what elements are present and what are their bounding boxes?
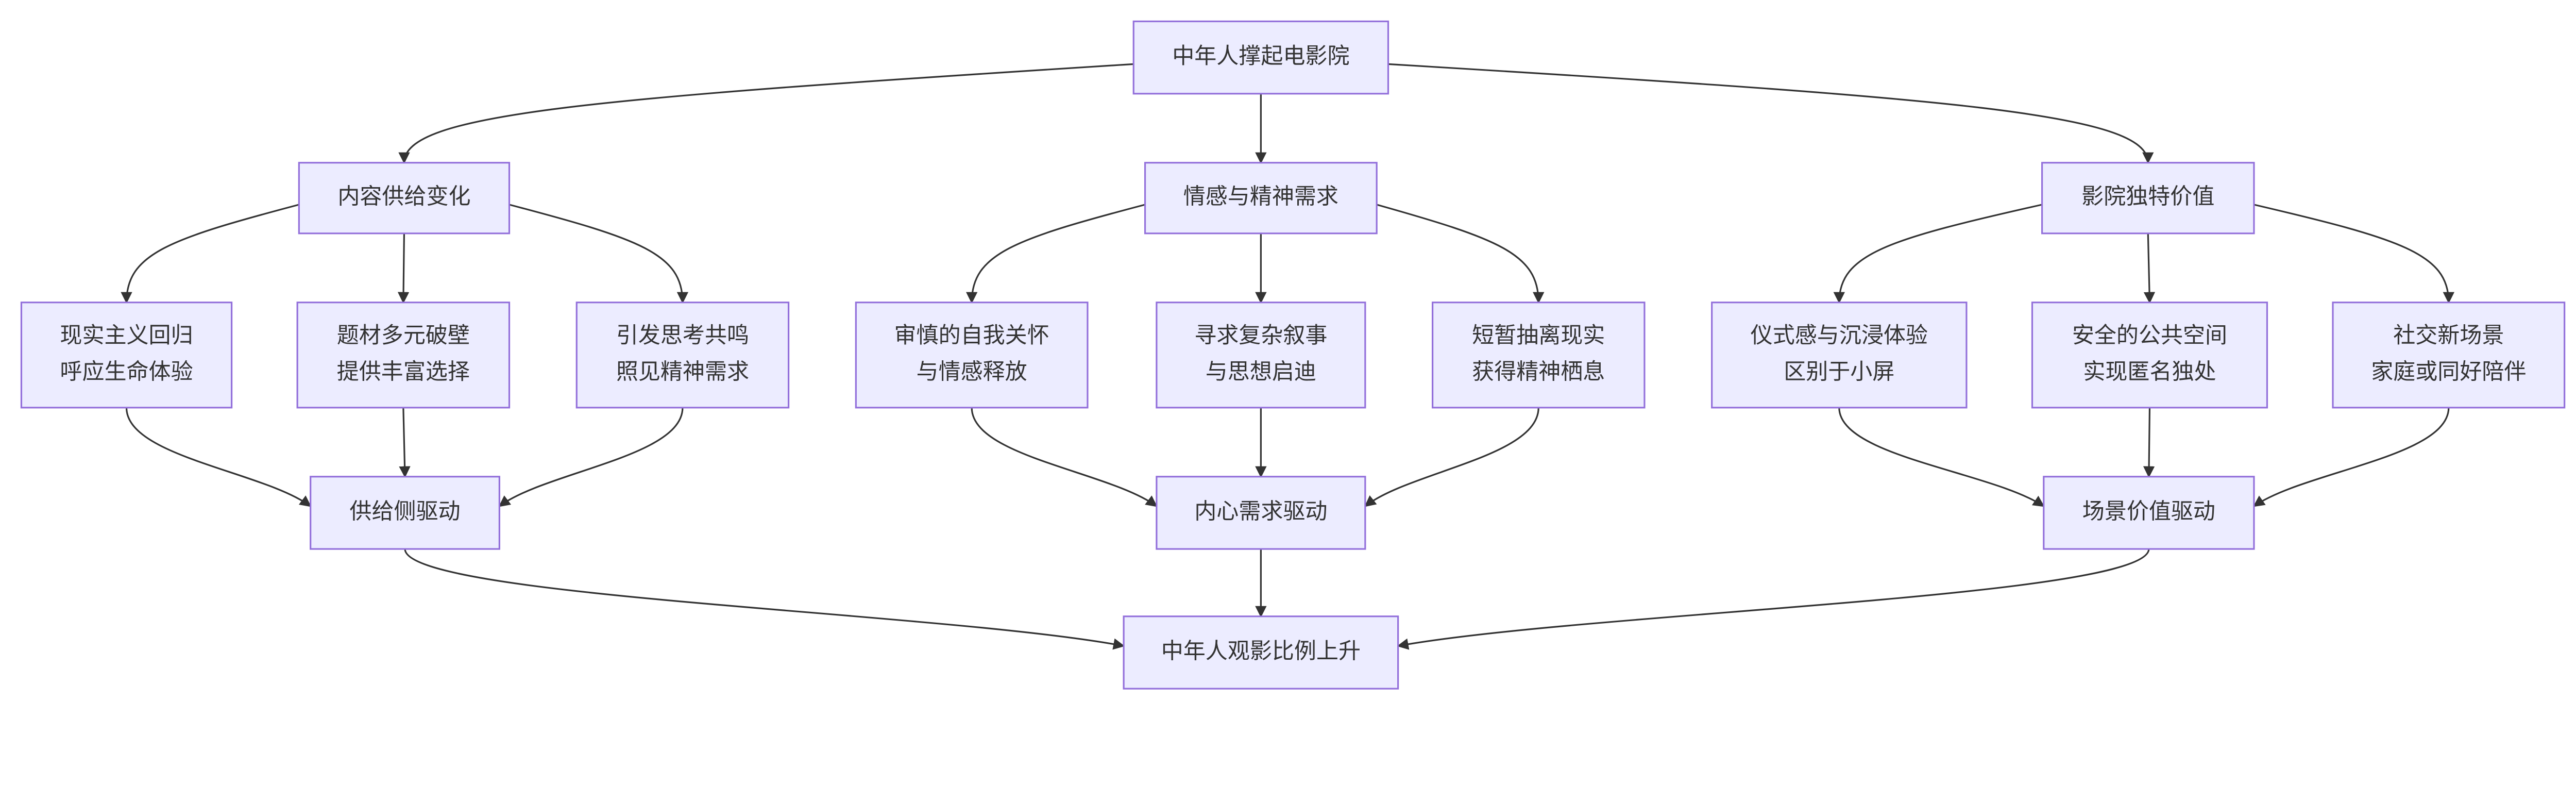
node-scenedrive: 场景价值驱动	[2043, 476, 2255, 550]
node-label: 情感与精神需求	[1183, 184, 1338, 210]
edges	[121, 63, 2454, 650]
node-box	[1156, 476, 1366, 550]
node-box	[2332, 302, 2566, 409]
node-box	[2041, 162, 2255, 235]
node-box	[1144, 162, 1378, 235]
node-label: 安全的公共空间	[2072, 323, 2227, 348]
node-label: 供给侧驱动	[349, 498, 460, 524]
node-label: 呼应生命体验	[60, 359, 193, 385]
node-label: 获得精神栖息	[1472, 359, 1605, 385]
node-box	[1123, 615, 1399, 690]
edge-social-to-scenedrive	[2253, 407, 2450, 507]
node-label: 现实主义回归	[60, 323, 193, 348]
node-venue: 影院独特价值	[2041, 162, 2255, 235]
edge-realism-to-supplydrive	[125, 407, 312, 507]
node-label: 照见精神需求	[616, 359, 749, 385]
node-label: 实现匿名独处	[2083, 359, 2216, 385]
flowchart: 中年人撑起电影院内容供给变化情感与精神需求影院独特价值现实主义回归呼应生命体验题…	[20, 20, 2566, 690]
node-box	[296, 302, 511, 409]
edge-diverse-to-supplydrive	[399, 407, 411, 478]
nodes: 中年人撑起电影院内容供给变化情感与精神需求影院独特价值现实主义回归呼应生命体验题…	[20, 20, 2566, 690]
edge-emotion-to-selfcare	[966, 204, 1145, 304]
edge-venue-to-ritual	[1833, 204, 2042, 304]
node-box	[2031, 302, 2268, 409]
edge-scenedrive-to-result	[1397, 548, 2150, 650]
node-box	[298, 162, 511, 235]
edge-supply-to-reflect	[509, 204, 689, 304]
node-innerdrive: 内心需求驱动	[1156, 476, 1366, 550]
node-label: 区别于小屏	[1784, 359, 1894, 385]
node-box	[310, 476, 500, 550]
edge-venue-to-social	[2253, 204, 2454, 304]
edge-root-to-venue	[1388, 63, 2154, 164]
node-result: 中年人观影比例上升	[1123, 615, 1399, 690]
node-emotion: 情感与精神需求	[1144, 162, 1378, 235]
node-label: 场景价值驱动	[2082, 498, 2215, 524]
node-label: 题材多元破壁	[337, 323, 470, 348]
node-label: 与思想启迪	[1206, 359, 1316, 385]
node-label: 寻求复杂叙事	[1194, 323, 1327, 348]
node-box	[2043, 476, 2255, 550]
edge-supplydrive-to-result	[404, 548, 1125, 650]
node-label: 中年人撑起电影院	[1172, 43, 1349, 69]
node-label: 审慎的自我关怀	[894, 323, 1049, 348]
node-label: 家庭或同好陪伴	[2371, 359, 2526, 385]
edge-emotion-to-escape	[1376, 204, 1545, 304]
node-box	[575, 302, 790, 409]
node-box	[855, 302, 1089, 409]
node-root: 中年人撑起电影院	[1132, 20, 1389, 95]
edge-publicspace-to-scenedrive	[2143, 407, 2155, 478]
node-label: 提供丰富选择	[337, 359, 470, 385]
node-label: 中年人观影比例上升	[1161, 638, 1361, 664]
node-box	[1132, 20, 1389, 95]
node-label: 社交新场景	[2393, 323, 2504, 348]
node-box	[1156, 302, 1366, 409]
edge-reflect-to-supplydrive	[498, 407, 684, 507]
node-label: 内容供给变化	[337, 184, 470, 210]
node-label: 与情感释放	[917, 359, 1027, 385]
node-box	[20, 302, 233, 409]
node-supply: 内容供给变化	[298, 162, 511, 235]
edge-root-to-supply	[398, 63, 1134, 164]
edge-supply-to-diverse	[397, 233, 410, 304]
edge-venue-to-publicspace	[2143, 233, 2156, 304]
edge-ritual-to-scenedrive	[1838, 407, 2045, 507]
node-label: 短暂抽离现实	[1472, 323, 1605, 348]
node-label: 内心需求驱动	[1194, 498, 1327, 524]
edge-escape-to-innerdrive	[1364, 407, 1539, 507]
node-label: 引发思考共鸣	[616, 323, 749, 348]
node-box	[1431, 302, 1646, 409]
node-label: 仪式感与沉浸体验	[1751, 323, 1928, 348]
node-supplydrive: 供给侧驱动	[310, 476, 500, 550]
node-label: 影院独特价值	[2081, 184, 2214, 210]
node-box	[1711, 302, 1968, 409]
edge-supply-to-realism	[121, 204, 299, 304]
edge-selfcare-to-innerdrive	[971, 407, 1158, 507]
